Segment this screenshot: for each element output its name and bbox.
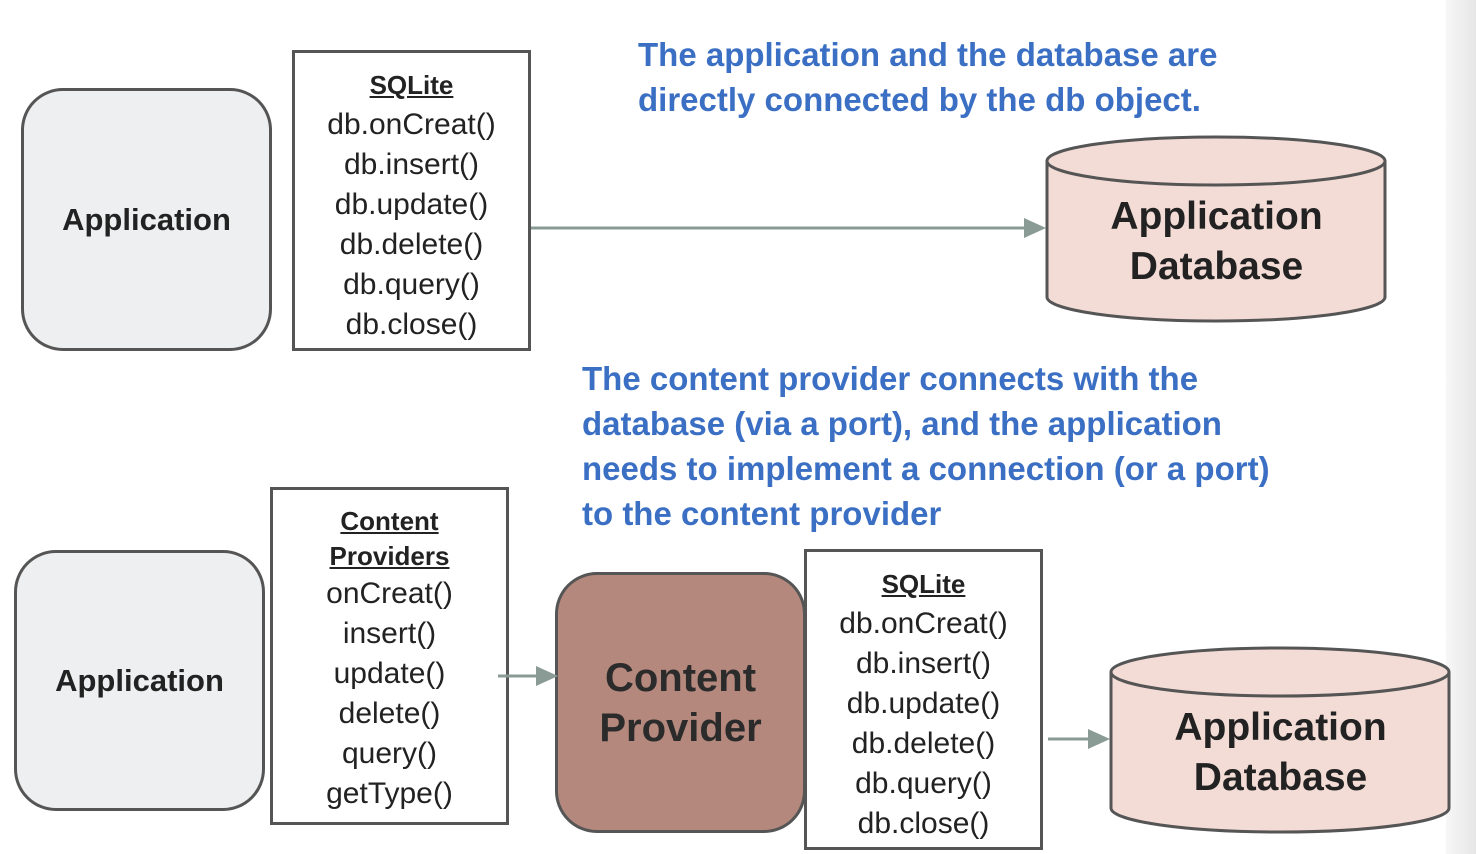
bottom-sqlite-method: db.update(): [846, 687, 1001, 720]
bottom-sqlite-method: db.close(): [857, 807, 990, 840]
bottom-sqlite-header: SQLite: [881, 569, 966, 599]
top-database-line: Application: [1110, 195, 1323, 238]
content-providers-method: getType(): [326, 777, 453, 810]
arrow-content-providers-to-content-provider: [498, 666, 558, 686]
top-application-box: Application: [21, 88, 272, 351]
top-sqlite-method: db.close(): [345, 308, 478, 341]
bottom-caption-line: database (via a port), and the applicati…: [582, 405, 1222, 442]
top-database-line: Database: [1129, 245, 1304, 288]
bottom-sqlite-method: db.insert(): [855, 647, 992, 680]
top-sqlite-header: SQLite: [369, 70, 454, 100]
bottom-caption-line: to the content provider: [582, 495, 942, 532]
content-providers-method: insert(): [342, 617, 437, 650]
top-caption-line: The application and the database are: [638, 36, 1218, 73]
bottom-database-line: Database: [1193, 756, 1368, 799]
top-caption-line: directly connected by the db object.: [638, 81, 1201, 118]
window-edge: [1446, 0, 1476, 854]
bottom-database-label: Application Database: [1108, 703, 1453, 803]
content-providers-header: Content: [340, 506, 439, 536]
top-sqlite-methods-box: SQLite db.onCreat() db.insert() db.updat…: [292, 50, 531, 351]
content-provider-line: Content: [604, 655, 757, 700]
content-providers-method: onCreat(): [326, 577, 453, 610]
content-providers-header: Providers: [329, 541, 450, 571]
content-providers-method: delete(): [338, 697, 441, 730]
top-application-label: Application: [62, 201, 231, 237]
bottom-database-line: Application: [1174, 706, 1387, 749]
bottom-caption: The content provider connects with the d…: [582, 356, 1399, 536]
arrow-sqlite-to-database: [531, 218, 1046, 238]
bottom-application-label: Application: [55, 662, 224, 698]
top-sqlite-method: db.query(): [343, 268, 480, 301]
bottom-sqlite-method: db.query(): [855, 767, 992, 800]
top-sqlite-method: db.insert(): [343, 148, 480, 181]
content-providers-methods-box: Content Providers onCreat() insert() upd…: [270, 487, 509, 825]
content-providers-method: query(): [341, 737, 438, 770]
content-provider-line: Provider: [599, 705, 762, 750]
content-providers-method: update(): [333, 657, 446, 690]
bottom-database-cylinder: [1109, 646, 1451, 834]
arrow-sqlite-to-bottom-database: [1048, 729, 1110, 749]
bottom-application-box: Application: [14, 550, 265, 811]
bottom-sqlite-methods-box: SQLite db.onCreat() db.insert() db.updat…: [804, 549, 1043, 850]
bottom-sqlite-method: db.delete(): [851, 727, 996, 760]
top-database-cylinder: [1045, 135, 1387, 323]
bottom-caption-line: needs to implement a connection (or a po…: [582, 450, 1270, 487]
top-sqlite-method: db.delete(): [339, 228, 484, 261]
top-sqlite-method: db.onCreat(): [327, 108, 496, 141]
bottom-sqlite-method: db.onCreat(): [839, 607, 1008, 640]
bottom-caption-line: The content provider connects with the: [582, 360, 1199, 397]
top-database-label: Application Database: [1044, 192, 1389, 292]
top-sqlite-method: db.update(): [334, 188, 489, 221]
top-caption: The application and the database are dir…: [638, 32, 1344, 122]
